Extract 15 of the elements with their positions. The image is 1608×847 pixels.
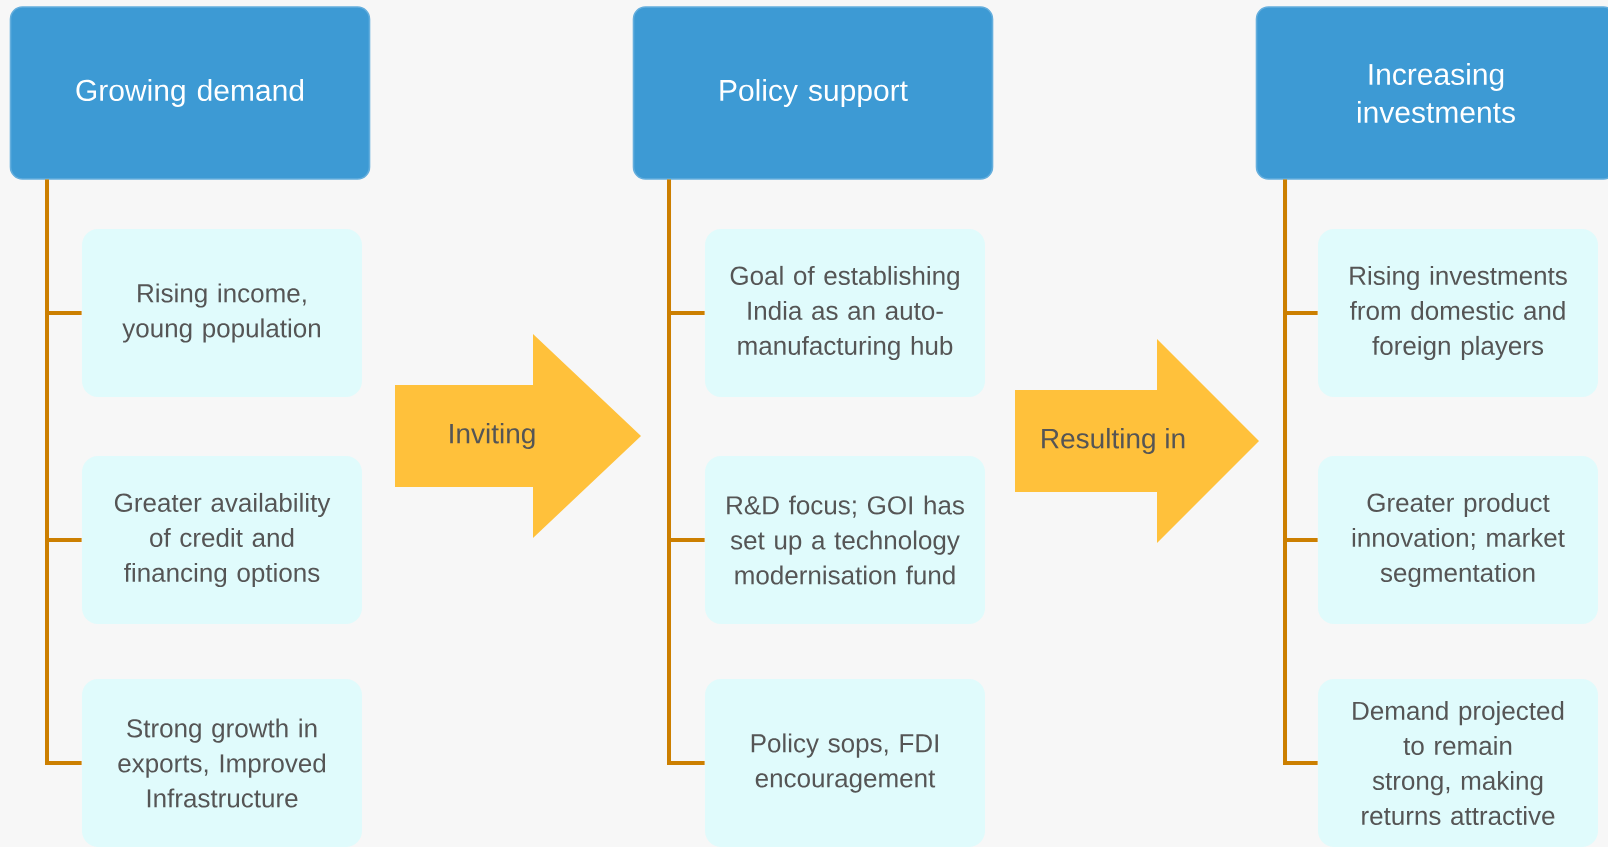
text-box: Rising investments from domestic and foreign players <box>1318 229 1598 397</box>
text-box: Goal of establishing India as an auto-manufacturing hub <box>705 229 985 397</box>
text-box: R&D focus; GOI has set up a technology modernisation fund <box>705 456 985 624</box>
connector-line <box>1283 179 1318 765</box>
text-box: Demand projected to remain strong, making returns attractive <box>1318 679 1598 847</box>
text-box: Policy sops, FDI encouragement <box>705 679 985 847</box>
text-box: Greater availability of credit and financing options <box>82 456 362 624</box>
header-box: Growing demand <box>9 6 371 180</box>
text-box: Greater product innovation; market segmentation <box>1318 456 1598 624</box>
header-box: Policy support <box>632 6 994 180</box>
connector-line <box>667 179 705 765</box>
text-box: Strong growth in exports, Improved Infrastructure <box>82 679 362 847</box>
connector-line <box>45 179 82 765</box>
header-box: Increasing investments <box>1255 6 1608 180</box>
text-box: Rising income, young population <box>82 229 362 397</box>
